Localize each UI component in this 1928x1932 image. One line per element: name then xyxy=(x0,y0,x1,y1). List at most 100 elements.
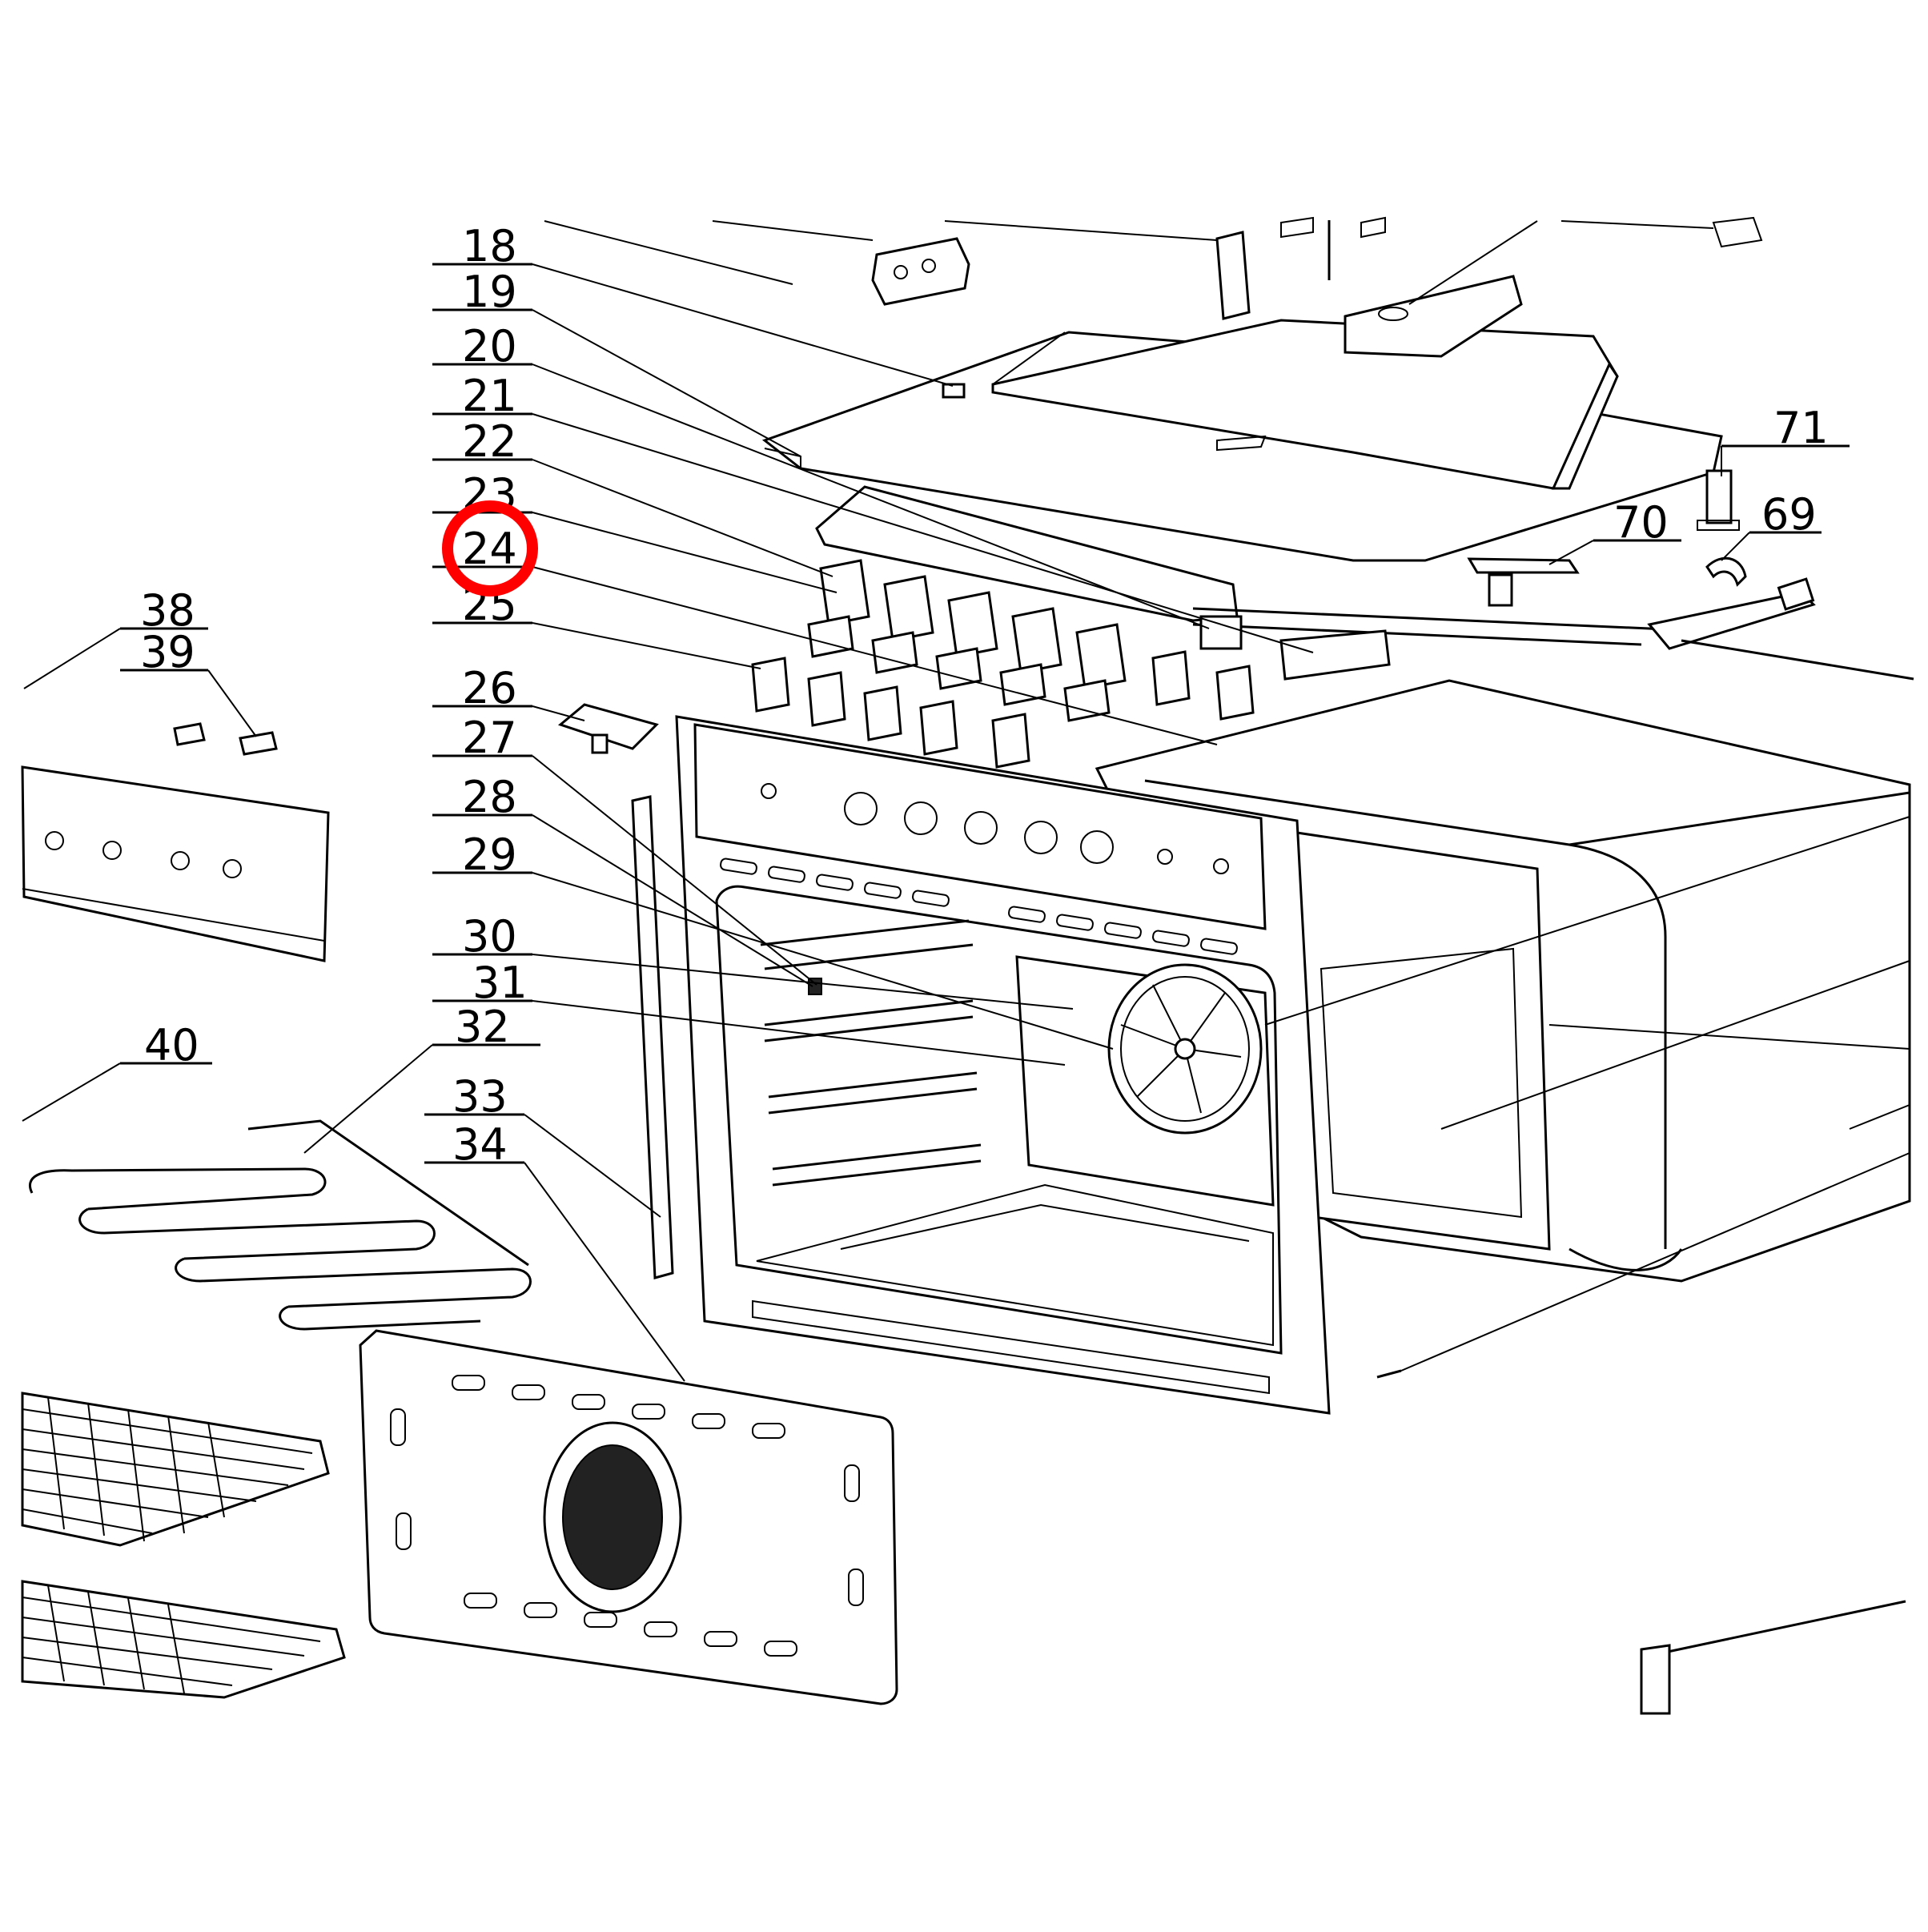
leader-27 xyxy=(532,755,817,986)
gas-tap xyxy=(871,575,934,674)
switch-pin xyxy=(894,265,908,279)
indicator-hole xyxy=(761,783,777,799)
leader-38 xyxy=(23,628,121,689)
leader-top-3 xyxy=(944,220,1218,241)
leader-23 xyxy=(532,512,837,593)
leader-right-3 xyxy=(1849,1104,1910,1130)
leader-right-4 xyxy=(1400,1152,1910,1372)
element-lead xyxy=(247,1119,529,1267)
screw xyxy=(1376,1369,1402,1379)
leader-26 xyxy=(532,705,585,721)
leader-top-2 xyxy=(712,220,874,241)
clip-18 xyxy=(942,383,966,399)
knob-hole xyxy=(1024,821,1058,854)
leader-39 xyxy=(207,669,257,737)
leader-70 xyxy=(1548,540,1594,565)
rear-panel-slots xyxy=(390,1375,864,1657)
leader-top-5 xyxy=(1560,220,1714,229)
leader-right-2 xyxy=(1440,960,1910,1130)
wire-rack-upper xyxy=(21,1392,330,1547)
gas-tap xyxy=(999,607,1062,706)
callout-31: 31 xyxy=(472,958,528,1008)
oven-body xyxy=(557,679,1911,1715)
side-rail-edge xyxy=(22,888,325,942)
leader-25 xyxy=(532,622,761,669)
oven-floor-inner xyxy=(840,1203,1250,1250)
rack-cross-wires xyxy=(47,1585,185,1694)
bracket-70-tab xyxy=(1488,573,1513,607)
leader-31 xyxy=(532,1000,1066,1066)
oven-floor xyxy=(756,1183,1274,1347)
igniter-unit xyxy=(1199,615,1243,650)
fan-hub xyxy=(1174,1038,1196,1060)
callout-32: 32 xyxy=(455,1002,510,1052)
element-loop xyxy=(279,1305,481,1331)
cabinet-edge xyxy=(1144,779,1667,1249)
switch-block-top xyxy=(871,237,970,306)
knob xyxy=(807,671,846,727)
leader-28 xyxy=(532,814,813,987)
duct-outlet xyxy=(1344,275,1523,358)
callout-39: 39 xyxy=(140,627,195,677)
rack-wires xyxy=(22,1408,313,1534)
top-fragment xyxy=(1712,216,1763,248)
cavity-side xyxy=(1295,831,1551,1251)
leader-34 xyxy=(524,1162,685,1382)
callout-19: 19 xyxy=(462,267,517,317)
gas-pipe-lower xyxy=(1192,623,1642,646)
left-parts xyxy=(21,722,898,1705)
knob-hole xyxy=(904,801,938,835)
cabinet-bottom-curve xyxy=(1569,1247,1683,1271)
callout-40: 40 xyxy=(144,1020,199,1070)
gas-pipe-nut xyxy=(1777,577,1815,611)
callout-labels: 18 19 20 21 22 23 24 25 26 27 28 29 30 3… xyxy=(140,221,1829,1170)
leader-40 xyxy=(22,1062,121,1122)
fan-grille-mesh xyxy=(562,1444,663,1590)
top-parts xyxy=(761,216,1914,681)
gas-pipe-extension xyxy=(1681,639,1914,681)
highlight-circle xyxy=(442,500,538,596)
leader-24 xyxy=(532,566,1218,745)
knob xyxy=(751,657,790,713)
leader-20 xyxy=(532,364,1210,629)
callout-29: 29 xyxy=(462,829,517,880)
callout-28: 28 xyxy=(462,772,517,822)
callout-69: 69 xyxy=(1761,489,1817,540)
part-39-a xyxy=(173,722,206,746)
callout-24: 24 xyxy=(462,524,517,574)
element-loop xyxy=(29,1167,327,1211)
bracket-70 xyxy=(1467,557,1580,574)
element-loop xyxy=(78,1207,436,1260)
lower-strip xyxy=(1641,1600,1906,1659)
leader-hood xyxy=(992,331,1066,385)
leader-21 xyxy=(532,413,1314,653)
side-rails xyxy=(760,919,982,1187)
leader-top-1 xyxy=(544,220,793,285)
knob xyxy=(863,685,902,741)
knob-hole xyxy=(844,792,878,825)
knob xyxy=(991,713,1030,769)
callout-71: 71 xyxy=(1773,403,1829,453)
leader-33 xyxy=(524,1114,661,1218)
indicator-hole xyxy=(1157,849,1173,865)
callout-30: 30 xyxy=(462,911,517,962)
top-fragment xyxy=(1360,216,1386,239)
callout-18: 18 xyxy=(462,221,517,271)
fan-blades xyxy=(1120,984,1242,1114)
leader-19 xyxy=(532,309,801,457)
leader-69 xyxy=(1721,532,1750,561)
leader-18 xyxy=(532,263,954,387)
callout-20: 20 xyxy=(462,321,517,372)
callout-26: 26 xyxy=(462,663,517,713)
control-panel-holes xyxy=(761,783,1229,874)
leader-32 xyxy=(303,1044,433,1154)
fan-ring xyxy=(1120,976,1250,1122)
leader-top-4 xyxy=(1408,220,1538,305)
part-39-b xyxy=(239,731,278,756)
gas-tap xyxy=(935,591,998,690)
side-rail-panel xyxy=(21,765,330,962)
control-knobs xyxy=(751,650,1255,769)
cover-slot xyxy=(1216,435,1267,452)
leader-29 xyxy=(532,872,1114,1050)
